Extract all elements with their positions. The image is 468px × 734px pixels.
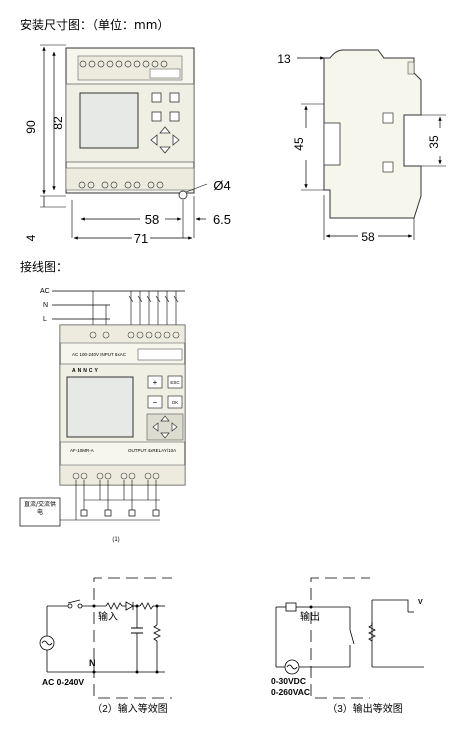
- output-equiv-source-2: 0-260VAC: [271, 687, 310, 697]
- wiring-input-label: AC 100-240V INPUT 6xAC: [72, 352, 127, 357]
- output-equiv-v-label: V: [418, 599, 423, 606]
- wiring-supply-box: [19, 497, 61, 527]
- key-ok-label: OK: [172, 400, 179, 405]
- wiring-supply-label: 直流/交流供电: [23, 501, 57, 516]
- mount-hole: [178, 190, 188, 200]
- wiring-bottom-screws: [72, 472, 160, 480]
- output-equiv-source-1: 0-30VDC: [271, 676, 306, 686]
- dim-width-total: 71: [134, 231, 148, 246]
- dim-hole-diameter: Ø4: [213, 178, 230, 193]
- dimension-heading: 安装尺寸图：（单位：mm）: [20, 18, 170, 32]
- key-minus[interactable]: [147, 395, 163, 409]
- input-equiv-n-label: N: [89, 658, 96, 668]
- wiring-figure-number: (1): [112, 537, 119, 543]
- side-view: 13 45 35 58: [277, 49, 446, 244]
- key-esc[interactable]: [167, 375, 183, 389]
- front-bottom-terminal: [65, 167, 195, 191]
- wiring-dpad[interactable]: [152, 415, 178, 439]
- key-plus[interactable]: [147, 375, 163, 389]
- output-equiv-caption: （3）输出等效图: [327, 702, 403, 715]
- wiring-n-label: N: [43, 302, 48, 309]
- output-wires: [60, 480, 160, 521]
- dim-side-top: 13: [277, 52, 291, 66]
- input-equivalent-circuit: 输入 N AC 0-240V （2）输入等效图: [39, 577, 172, 715]
- top-terminal-screws: [79, 60, 168, 68]
- output-equivalent-circuit: V 输出 0-30VDC 0-260VAC （3）输出等效图: [271, 577, 424, 715]
- front-lcd: [79, 92, 139, 149]
- output-equiv-label: 输出: [300, 610, 320, 623]
- dim-side-margin: 6.5: [213, 212, 231, 227]
- dim-height-body: 82: [51, 116, 65, 130]
- key-ok[interactable]: [167, 395, 183, 409]
- dim-side-depth: 58: [361, 230, 375, 244]
- wiring-model-label: AF-10MR-A: [70, 448, 94, 453]
- wiring-l-label: L: [43, 316, 47, 323]
- dim-bottom-offset: 4: [24, 234, 38, 241]
- wiring-heading: 接线图：: [20, 260, 69, 274]
- wiring-top-screws: [89, 331, 180, 339]
- wiring-diagram: AC N L AC 100-240V INPUT 6xAC ANNCY +: [19, 288, 186, 543]
- output-relay-coil: [285, 602, 297, 612]
- side-body: [323, 49, 422, 219]
- wiring-output-label: OUTPUT 4xRELAY/10A: [128, 448, 176, 453]
- key-esc-label: ESC: [170, 380, 180, 385]
- front-view: 90 82 4 58 6.5 71 Ø4: [24, 44, 231, 246]
- dim-rail-height: 35: [427, 135, 441, 149]
- front-dpad: [150, 126, 180, 154]
- wiring-lcd: [66, 376, 134, 438]
- wiring-brand: ANNCY: [72, 368, 100, 374]
- input-equiv-caption: （2）输入等效图: [92, 702, 168, 715]
- input-equiv-source: AC 0-240V: [42, 677, 84, 687]
- input-equiv-label: 输入: [98, 610, 118, 623]
- dim-side-left-height: 45: [292, 137, 306, 151]
- key-minus-label: −: [153, 398, 158, 407]
- dim-height-total: 90: [24, 120, 38, 134]
- output-loads: [80, 509, 160, 517]
- bottom-terminal-screws: [78, 181, 164, 189]
- front-keys: [151, 92, 180, 122]
- wiring-ac-label: AC: [40, 288, 50, 295]
- input-switches: [130, 291, 177, 330]
- key-plus-label: +: [153, 378, 158, 387]
- dim-hole-spacing: 58: [145, 212, 159, 227]
